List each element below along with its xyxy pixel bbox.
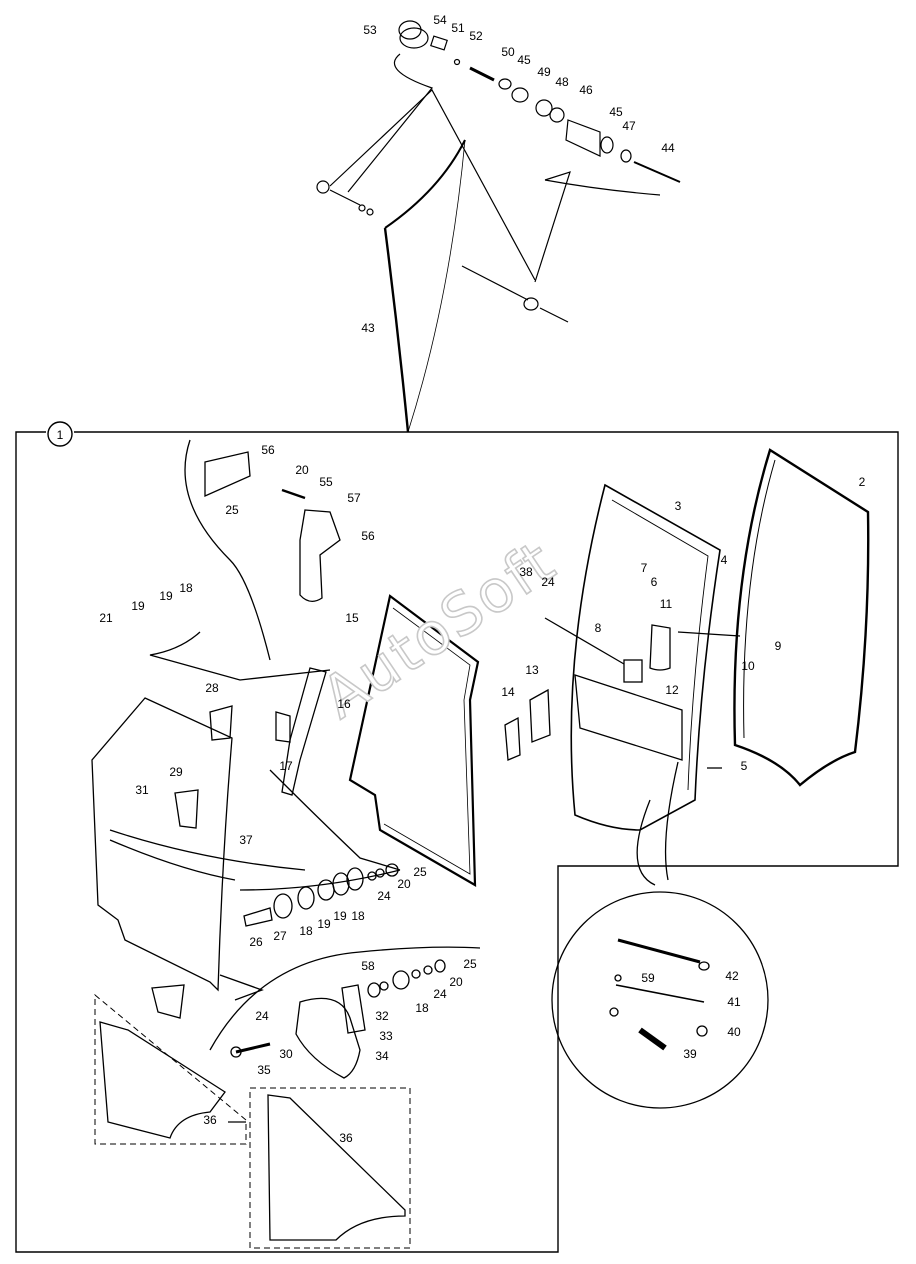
part-label-35: 35: [257, 1063, 271, 1077]
part-label-19: 19: [333, 909, 347, 923]
part-label-2: 2: [859, 475, 866, 489]
part-label-19: 19: [131, 599, 145, 613]
part-label-18: 18: [351, 909, 365, 923]
part-label-29: 29: [169, 765, 183, 779]
part-label-46: 46: [579, 83, 593, 97]
part-label-18: 18: [415, 1001, 429, 1015]
part-label-48: 48: [555, 75, 569, 89]
part-label-4: 4: [721, 553, 728, 567]
part-label-14: 14: [501, 685, 515, 699]
window-top-assembly: [316, 20, 681, 433]
part-label-5: 5: [741, 759, 748, 773]
part-label-44: 44: [661, 141, 675, 155]
part-label-18: 18: [179, 581, 193, 595]
part-label-17: 17: [279, 759, 293, 773]
part-label-6: 6: [651, 575, 658, 589]
group-marker: 1: [47, 421, 73, 447]
part-label-56: 56: [261, 443, 275, 457]
part-label-58: 58: [361, 959, 375, 973]
part-label-25: 25: [413, 865, 427, 879]
part-label-36: 36: [203, 1113, 217, 1127]
part-label-20: 20: [397, 877, 411, 891]
part-label-26: 26: [249, 935, 263, 949]
part-label-40: 40: [727, 1025, 741, 1039]
part-label-45: 45: [517, 53, 531, 67]
part-label-28: 28: [205, 681, 219, 695]
part-label-11: 11: [660, 597, 673, 611]
part-label-18: 18: [299, 924, 313, 938]
part-label-19: 19: [317, 917, 331, 931]
part-label-43: 43: [361, 321, 375, 335]
part-label-21: 21: [99, 611, 113, 625]
part-label-53: 53: [363, 23, 377, 37]
part-label-12: 12: [665, 683, 679, 697]
door-assembly: [504, 448, 870, 1109]
part-labels: 5354515250454948464547444356205557255621…: [99, 13, 865, 1145]
part-label-42: 42: [725, 969, 739, 983]
part-label-27: 27: [273, 929, 287, 943]
part-label-25: 25: [463, 957, 477, 971]
part-label-31: 31: [135, 783, 149, 797]
part-label-45: 45: [609, 105, 623, 119]
group-marker-label: 1: [57, 428, 64, 442]
part-label-24: 24: [541, 575, 555, 589]
part-label-15: 15: [345, 611, 359, 625]
frame: [15, 431, 899, 1253]
part-label-30: 30: [279, 1047, 293, 1061]
part-label-9: 9: [775, 639, 782, 653]
part-label-20: 20: [295, 463, 309, 477]
part-label-24: 24: [255, 1009, 269, 1023]
part-label-10: 10: [741, 659, 755, 673]
part-label-37: 37: [239, 833, 253, 847]
part-label-57: 57: [347, 491, 361, 505]
part-label-32: 32: [375, 1009, 389, 1023]
part-label-16: 16: [337, 697, 351, 711]
part-label-24: 24: [433, 987, 447, 1001]
part-label-3: 3: [675, 499, 682, 513]
part-label-34: 34: [375, 1049, 389, 1063]
part-label-7: 7: [641, 561, 648, 575]
part-label-24: 24: [377, 889, 391, 903]
part-label-41: 41: [727, 995, 741, 1009]
part-label-25: 25: [225, 503, 239, 517]
part-label-47: 47: [622, 119, 636, 133]
part-label-50: 50: [501, 45, 515, 59]
part-label-8: 8: [595, 621, 602, 635]
part-label-59: 59: [641, 971, 655, 985]
part-label-36: 36: [339, 1131, 353, 1145]
part-label-19: 19: [159, 589, 173, 603]
part-label-49: 49: [537, 65, 551, 79]
part-label-20: 20: [449, 975, 463, 989]
part-label-56: 56: [361, 529, 375, 543]
part-label-39: 39: [683, 1047, 697, 1061]
part-label-55: 55: [319, 475, 333, 489]
part-label-38: 38: [519, 565, 533, 579]
part-label-51: 51: [451, 21, 465, 35]
part-label-52: 52: [469, 29, 483, 43]
side-panel-assembly: [91, 439, 481, 1249]
part-label-13: 13: [525, 663, 539, 677]
part-label-54: 54: [433, 13, 447, 27]
part-label-33: 33: [379, 1029, 393, 1043]
